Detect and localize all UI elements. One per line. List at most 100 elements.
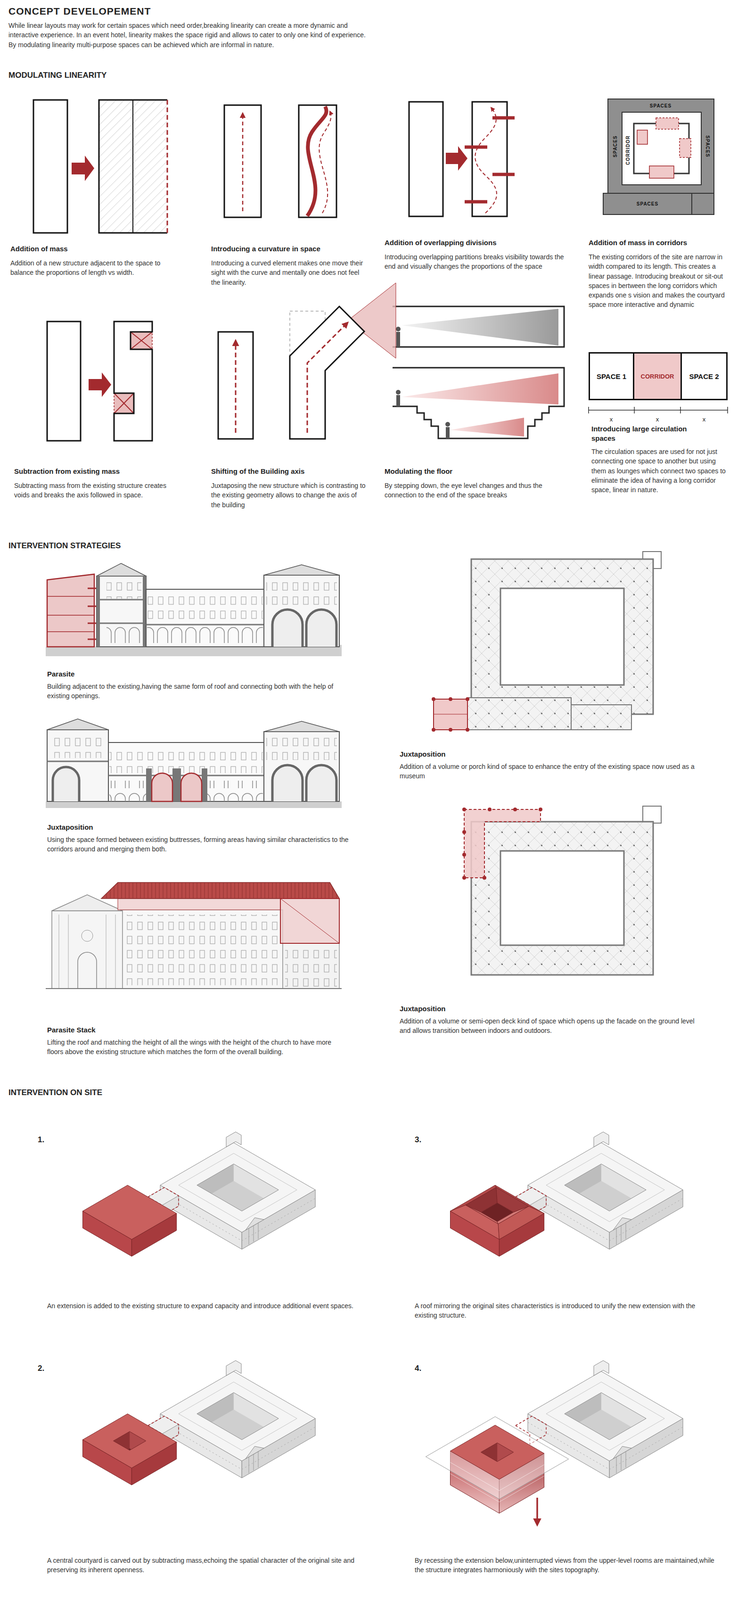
drawing-line [68, 914, 69, 989]
drawing-line [464, 200, 488, 204]
item-description: Introducing overlapping partitions break… [384, 252, 569, 272]
drawing-rect [603, 193, 692, 215]
drawing-polygon [263, 721, 340, 732]
axonometric-step-2 [82, 1360, 316, 1485]
drawing-rect [218, 331, 254, 439]
axonometric-step-4 [426, 1360, 684, 1525]
drawing-polygon [263, 564, 340, 575]
subtraction-sketch [47, 321, 153, 441]
strategy-description: Addition of a volume or porch kind of sp… [399, 761, 702, 781]
drawing-polygon [101, 882, 340, 899]
section-heading: INTERVENTION ON SITE [8, 1087, 103, 1098]
drawing-circle [465, 727, 470, 732]
drawing-path [307, 106, 327, 216]
item-heading: Introducing a curvature in space [211, 244, 367, 254]
axonometric-step-3 [450, 1131, 684, 1256]
space-label: CORRIDOR [624, 135, 631, 165]
drawing-path [98, 99, 168, 233]
drawing-polygon [96, 563, 147, 576]
buttress-section [45, 718, 342, 808]
step-caption: An extension is added to the existing st… [47, 1300, 359, 1311]
drawing-rect [266, 736, 337, 760]
item-description: The circulation spaces are used for not … [591, 446, 731, 495]
dimension-mark: x [702, 415, 706, 423]
drawing-rect [266, 579, 337, 606]
corridor-plan-sketch [603, 98, 714, 215]
drawing-rect [396, 394, 401, 407]
drawing-circle [462, 829, 467, 834]
drawing-line [114, 393, 134, 414]
drawing-rect [282, 942, 340, 989]
drawing-polygon [82, 1184, 177, 1239]
item-heading: Addition of mass in corridors [588, 237, 730, 248]
drawing-circle [462, 807, 467, 812]
drawing-path [151, 772, 173, 802]
drawing-rect [571, 704, 632, 730]
drawing-line [115, 914, 116, 989]
drawing-rect [622, 112, 702, 185]
drawing-circle [431, 727, 436, 732]
strategy-description: Building adjacent to the existing,having… [47, 681, 349, 701]
drawing-line [106, 914, 107, 989]
drawing-circle [81, 929, 93, 942]
cloister-plan-deck [462, 805, 662, 975]
space-box: SPACE 1 [588, 352, 635, 401]
drawing-circle [431, 696, 436, 701]
step-caption: A central courtyard is carved out by sub… [47, 1555, 359, 1575]
drawing-line [130, 331, 153, 350]
drawing-path [180, 772, 202, 802]
drawing-rect [106, 625, 142, 647]
drawing-line [280, 898, 340, 943]
drawing-rect [433, 698, 468, 730]
overlapping-divisions-sketch [409, 101, 515, 217]
item-heading: Modulating the floor [384, 466, 564, 476]
drawing-rect [691, 193, 714, 215]
drawing-rect [607, 98, 714, 194]
step-number: 4. [414, 1363, 422, 1373]
space-label: SPACES [704, 135, 710, 157]
drawing-rect [263, 731, 340, 802]
drawing-line [47, 614, 95, 616]
drawing-rect [51, 910, 123, 989]
drawing-path [319, 111, 331, 214]
drawing-path [475, 107, 497, 214]
drawing-rect [396, 331, 401, 347]
drawing-path [272, 764, 303, 802]
strategy-heading: Juxtaposition [399, 1003, 702, 1014]
drawing-rect [117, 898, 281, 910]
drawing-line [242, 113, 244, 212]
drawing-rect [409, 101, 443, 217]
curvature-sketch [224, 105, 337, 218]
drawing-circle [513, 807, 517, 812]
drawing-circle [448, 696, 453, 701]
drawing-rect [500, 850, 624, 945]
drawing-line [235, 340, 237, 433]
drawing-circle [448, 727, 453, 732]
drawing-path [307, 322, 348, 433]
step-number: 1. [37, 1134, 45, 1145]
drawing-polygon [464, 809, 541, 878]
drawing-use [527, 1131, 683, 1249]
item-heading: Shifting of the Building axis [211, 466, 367, 476]
drawing-rect [130, 331, 153, 350]
drawing-rect [114, 393, 134, 414]
drawing-rect [637, 130, 648, 145]
step-caption: By recessing the extension below,uninter… [414, 1555, 717, 1575]
drawing-line [588, 409, 728, 411]
drawing-circle [395, 389, 401, 395]
drawing-rect [201, 768, 208, 802]
drawing-rect [679, 138, 691, 158]
drawing-rect [47, 729, 109, 802]
addition-of-mass-sketch [33, 99, 168, 233]
drawing-polygon [88, 372, 112, 397]
drawing-line [58, 914, 60, 989]
strategy-description: Addition of a volume or semi-open deck k… [399, 1016, 702, 1036]
item-description: The existing corridors of the site are n… [588, 252, 730, 310]
drawing-rect [263, 574, 340, 647]
drawing-line [96, 598, 147, 601]
drawing-line [492, 172, 515, 177]
drawing-rect [96, 575, 147, 647]
drawing-line [96, 622, 147, 624]
shifting-axis-sketch [218, 282, 396, 439]
drawing-rect [142, 575, 147, 647]
